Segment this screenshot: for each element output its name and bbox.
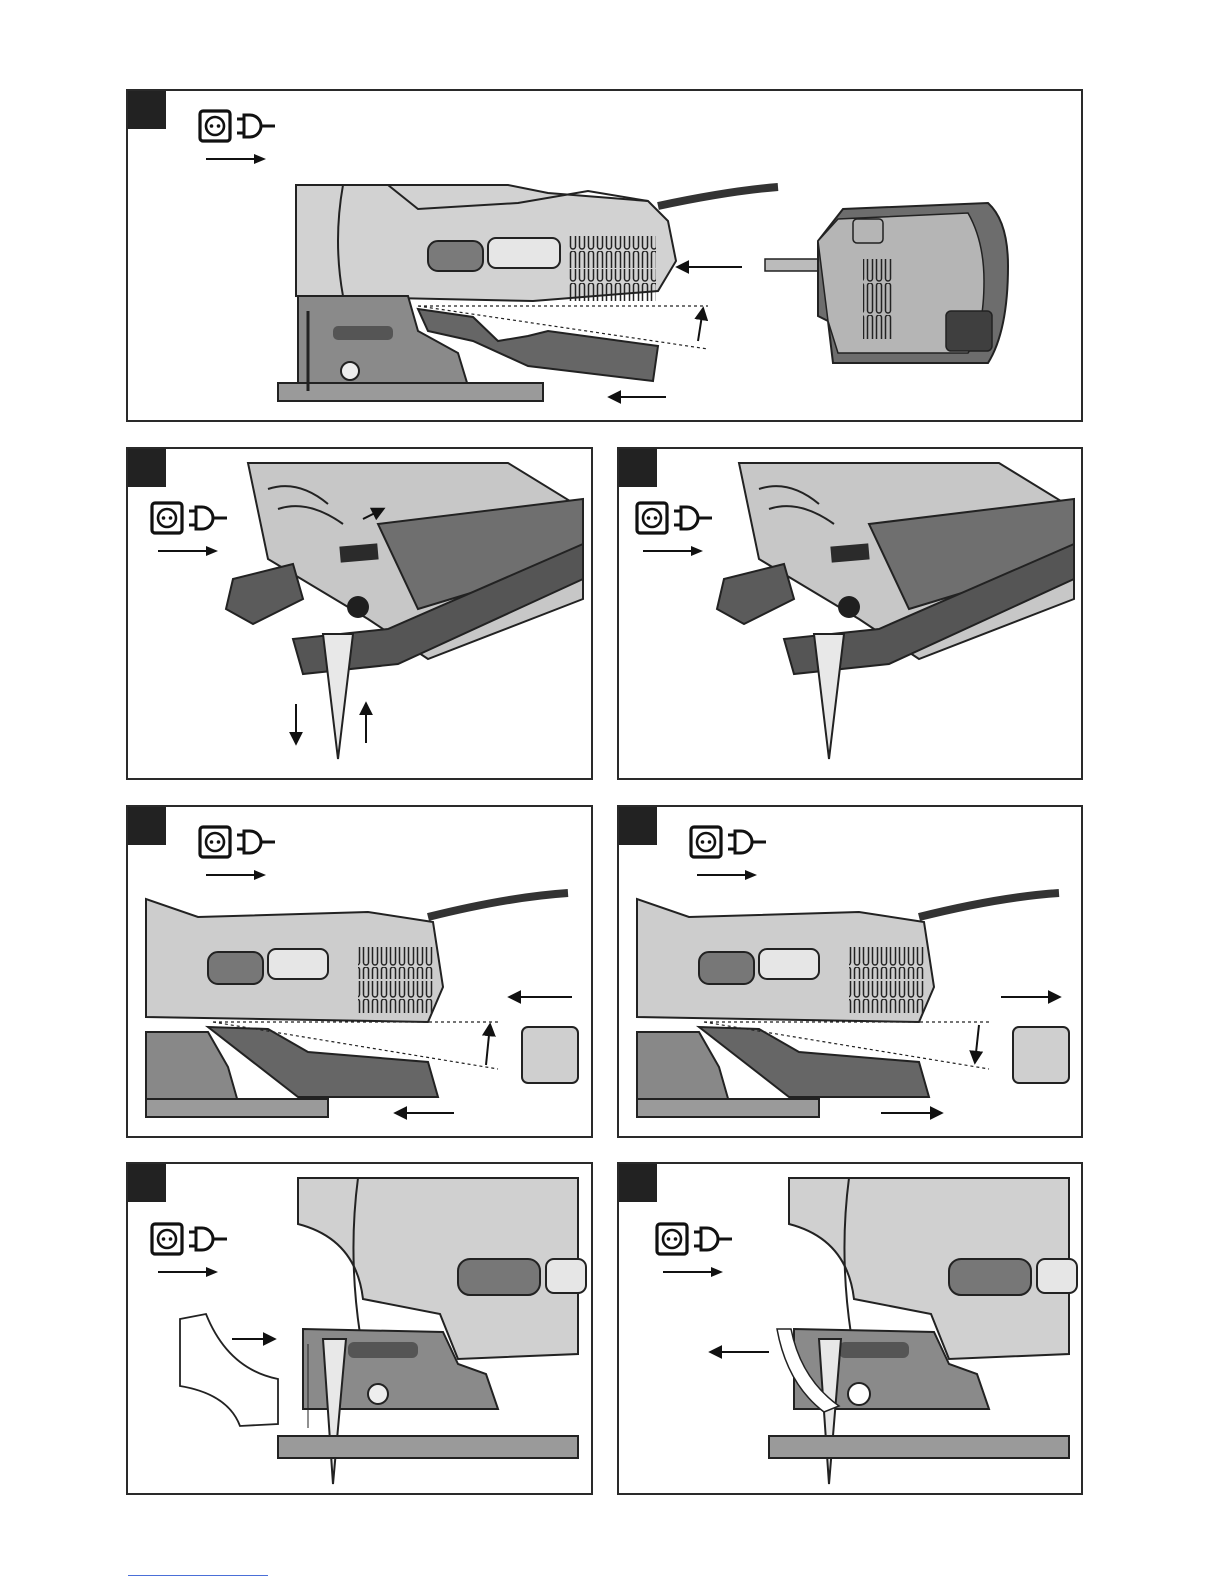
figure-2-blade-release xyxy=(126,447,593,780)
jigsaw-illustration xyxy=(128,807,593,1138)
jigsaw-illustration xyxy=(619,1164,1083,1495)
figure-6-splinter-guard-insert xyxy=(126,1162,593,1495)
figure-3-blade-locked xyxy=(617,447,1083,780)
jigsaw-illustration xyxy=(128,91,1083,422)
figure-7-splinter-guard-remove xyxy=(617,1162,1083,1495)
figure-1-dust-extraction xyxy=(126,89,1083,422)
footer-link-underline xyxy=(128,1575,268,1576)
figure-5-guard-remove xyxy=(617,805,1083,1138)
jigsaw-illustration xyxy=(619,807,1083,1138)
jigsaw-illustration xyxy=(128,449,593,780)
jigsaw-illustration xyxy=(128,1164,593,1495)
jigsaw-illustration xyxy=(619,449,1083,780)
figure-4-guard-insert xyxy=(126,805,593,1138)
